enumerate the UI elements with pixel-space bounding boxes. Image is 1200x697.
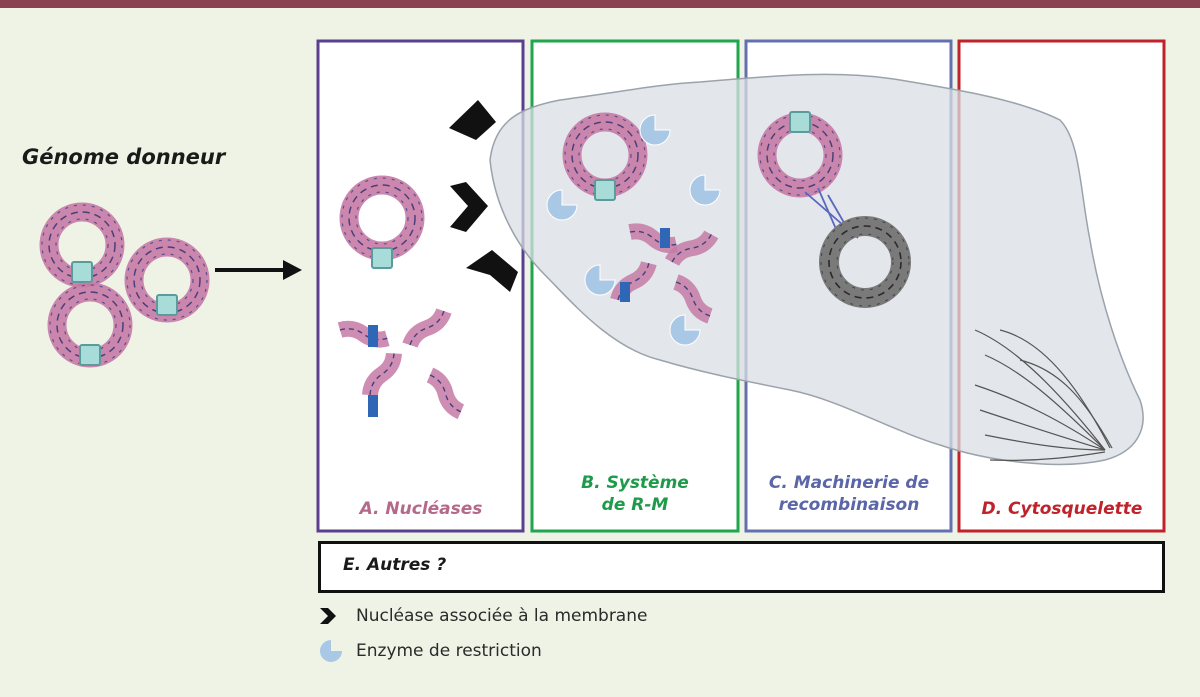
- panel-c-host-ring: [819, 216, 911, 308]
- fragment-end: [368, 395, 378, 417]
- donor-genome-ring-3: [50, 285, 130, 365]
- restriction-enzyme-icon: [320, 640, 342, 662]
- panel-b-fragments: [616, 228, 713, 318]
- panel-a-box: [316, 39, 525, 533]
- panel-d-label: D. Cytosquelette: [981, 499, 1143, 519]
- donor-genome-title: Génome donneur: [22, 145, 226, 169]
- legend-icons: [320, 608, 342, 662]
- top-bar: [0, 0, 1200, 8]
- membrane-nuclease-icon: [449, 100, 518, 292]
- others-label: E. Autres ?: [343, 555, 447, 575]
- panel-a-label: A. Nucléases: [359, 499, 483, 519]
- fragment-end: [620, 282, 630, 302]
- host-cell: [489, 73, 1144, 466]
- others-box: E. Autres ?: [318, 541, 1165, 593]
- donor-genome-ring-1: [42, 205, 122, 285]
- panel-a-fragments: [339, 309, 463, 417]
- transfer-arrow: [215, 260, 302, 280]
- cytoskeleton-filaments: [974, 329, 1113, 461]
- fragment-end: [368, 325, 378, 347]
- fragment-end: [660, 228, 670, 248]
- legend-text-enzyme: Enzyme de restriction: [356, 641, 542, 661]
- membrane-nuclease-icon: [320, 608, 336, 624]
- donor-genome-ring-2: [127, 240, 207, 320]
- legend-text-nuclease: Nucléase associée à la membrane: [356, 606, 648, 626]
